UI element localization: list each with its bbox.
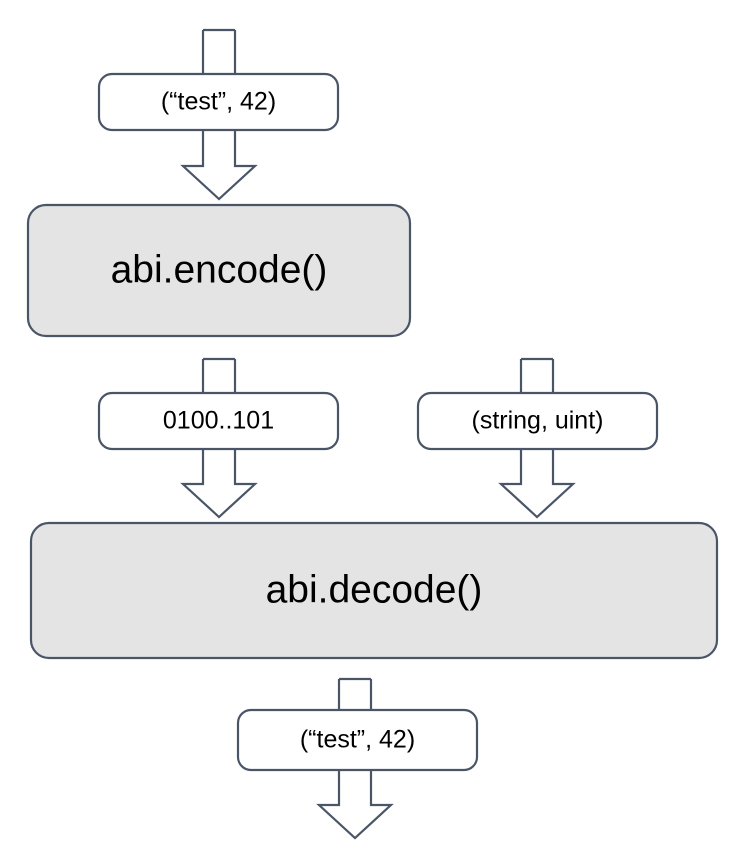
encoded-bytes-to-decode-arrow (180, 449, 258, 519)
node-abi-encode-label: abi.encode() (111, 248, 328, 291)
output-arrow (316, 770, 394, 840)
input-to-encode-arrow (180, 130, 258, 201)
node-abi-encode[interactable] (26, 203, 412, 338)
decode-to-output-stub-connector (337, 677, 373, 712)
node-abi-decode[interactable] (29, 521, 719, 660)
encoded-bytes-stub-connector (201, 357, 237, 395)
input-stub-connector (201, 28, 237, 75)
node-input-value[interactable] (97, 72, 340, 132)
node-output-value-label: (“test”, 42) (300, 726, 415, 754)
decode-types-stub-connector (519, 357, 555, 395)
node-encoded-bytes-label: 0100..101 (163, 407, 274, 435)
node-decode-types-label: (string, uint) (472, 407, 604, 435)
node-decode-types[interactable] (416, 391, 659, 451)
node-abi-decode-label: abi.decode() (266, 568, 483, 611)
node-input-value-label: (“test”, 42) (161, 88, 276, 116)
node-encoded-bytes[interactable] (97, 391, 340, 451)
decode-types-to-decode-arrow (498, 449, 576, 519)
node-output-value[interactable] (236, 708, 479, 772)
